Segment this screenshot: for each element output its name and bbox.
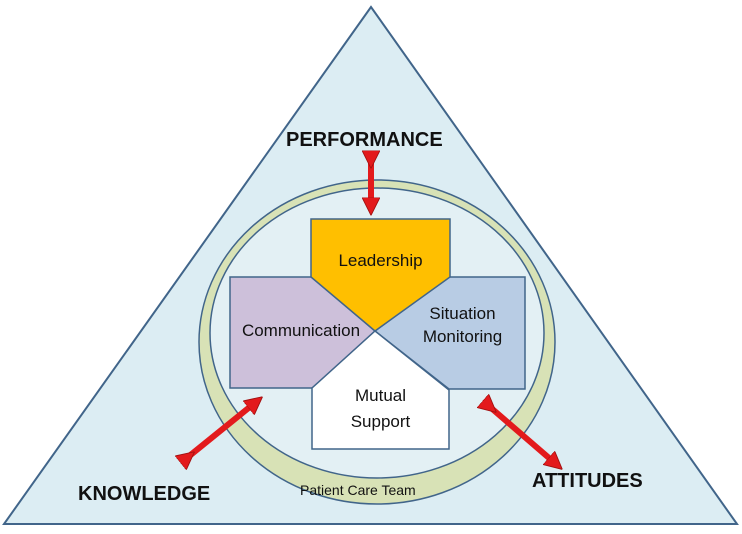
patient-care-team-label: Patient Care Team (300, 482, 416, 498)
attitudes-label: ATTITUDES (532, 470, 643, 492)
knowledge-label: KNOWLEDGE (78, 483, 211, 505)
leadership-label: Leadership (338, 251, 423, 270)
performance-label: PERFORMANCE (286, 129, 443, 151)
communication-label: Communication (241, 321, 361, 340)
situation-monitoring-label: Situation Monitoring (422, 304, 503, 346)
knowledge-arrow (188, 402, 256, 457)
mutual-support-label: Mutual Support (350, 386, 411, 431)
mutual-support-shape (311, 330, 450, 450)
attitudes-arrow (490, 407, 556, 464)
leadership-shape (310, 218, 451, 332)
